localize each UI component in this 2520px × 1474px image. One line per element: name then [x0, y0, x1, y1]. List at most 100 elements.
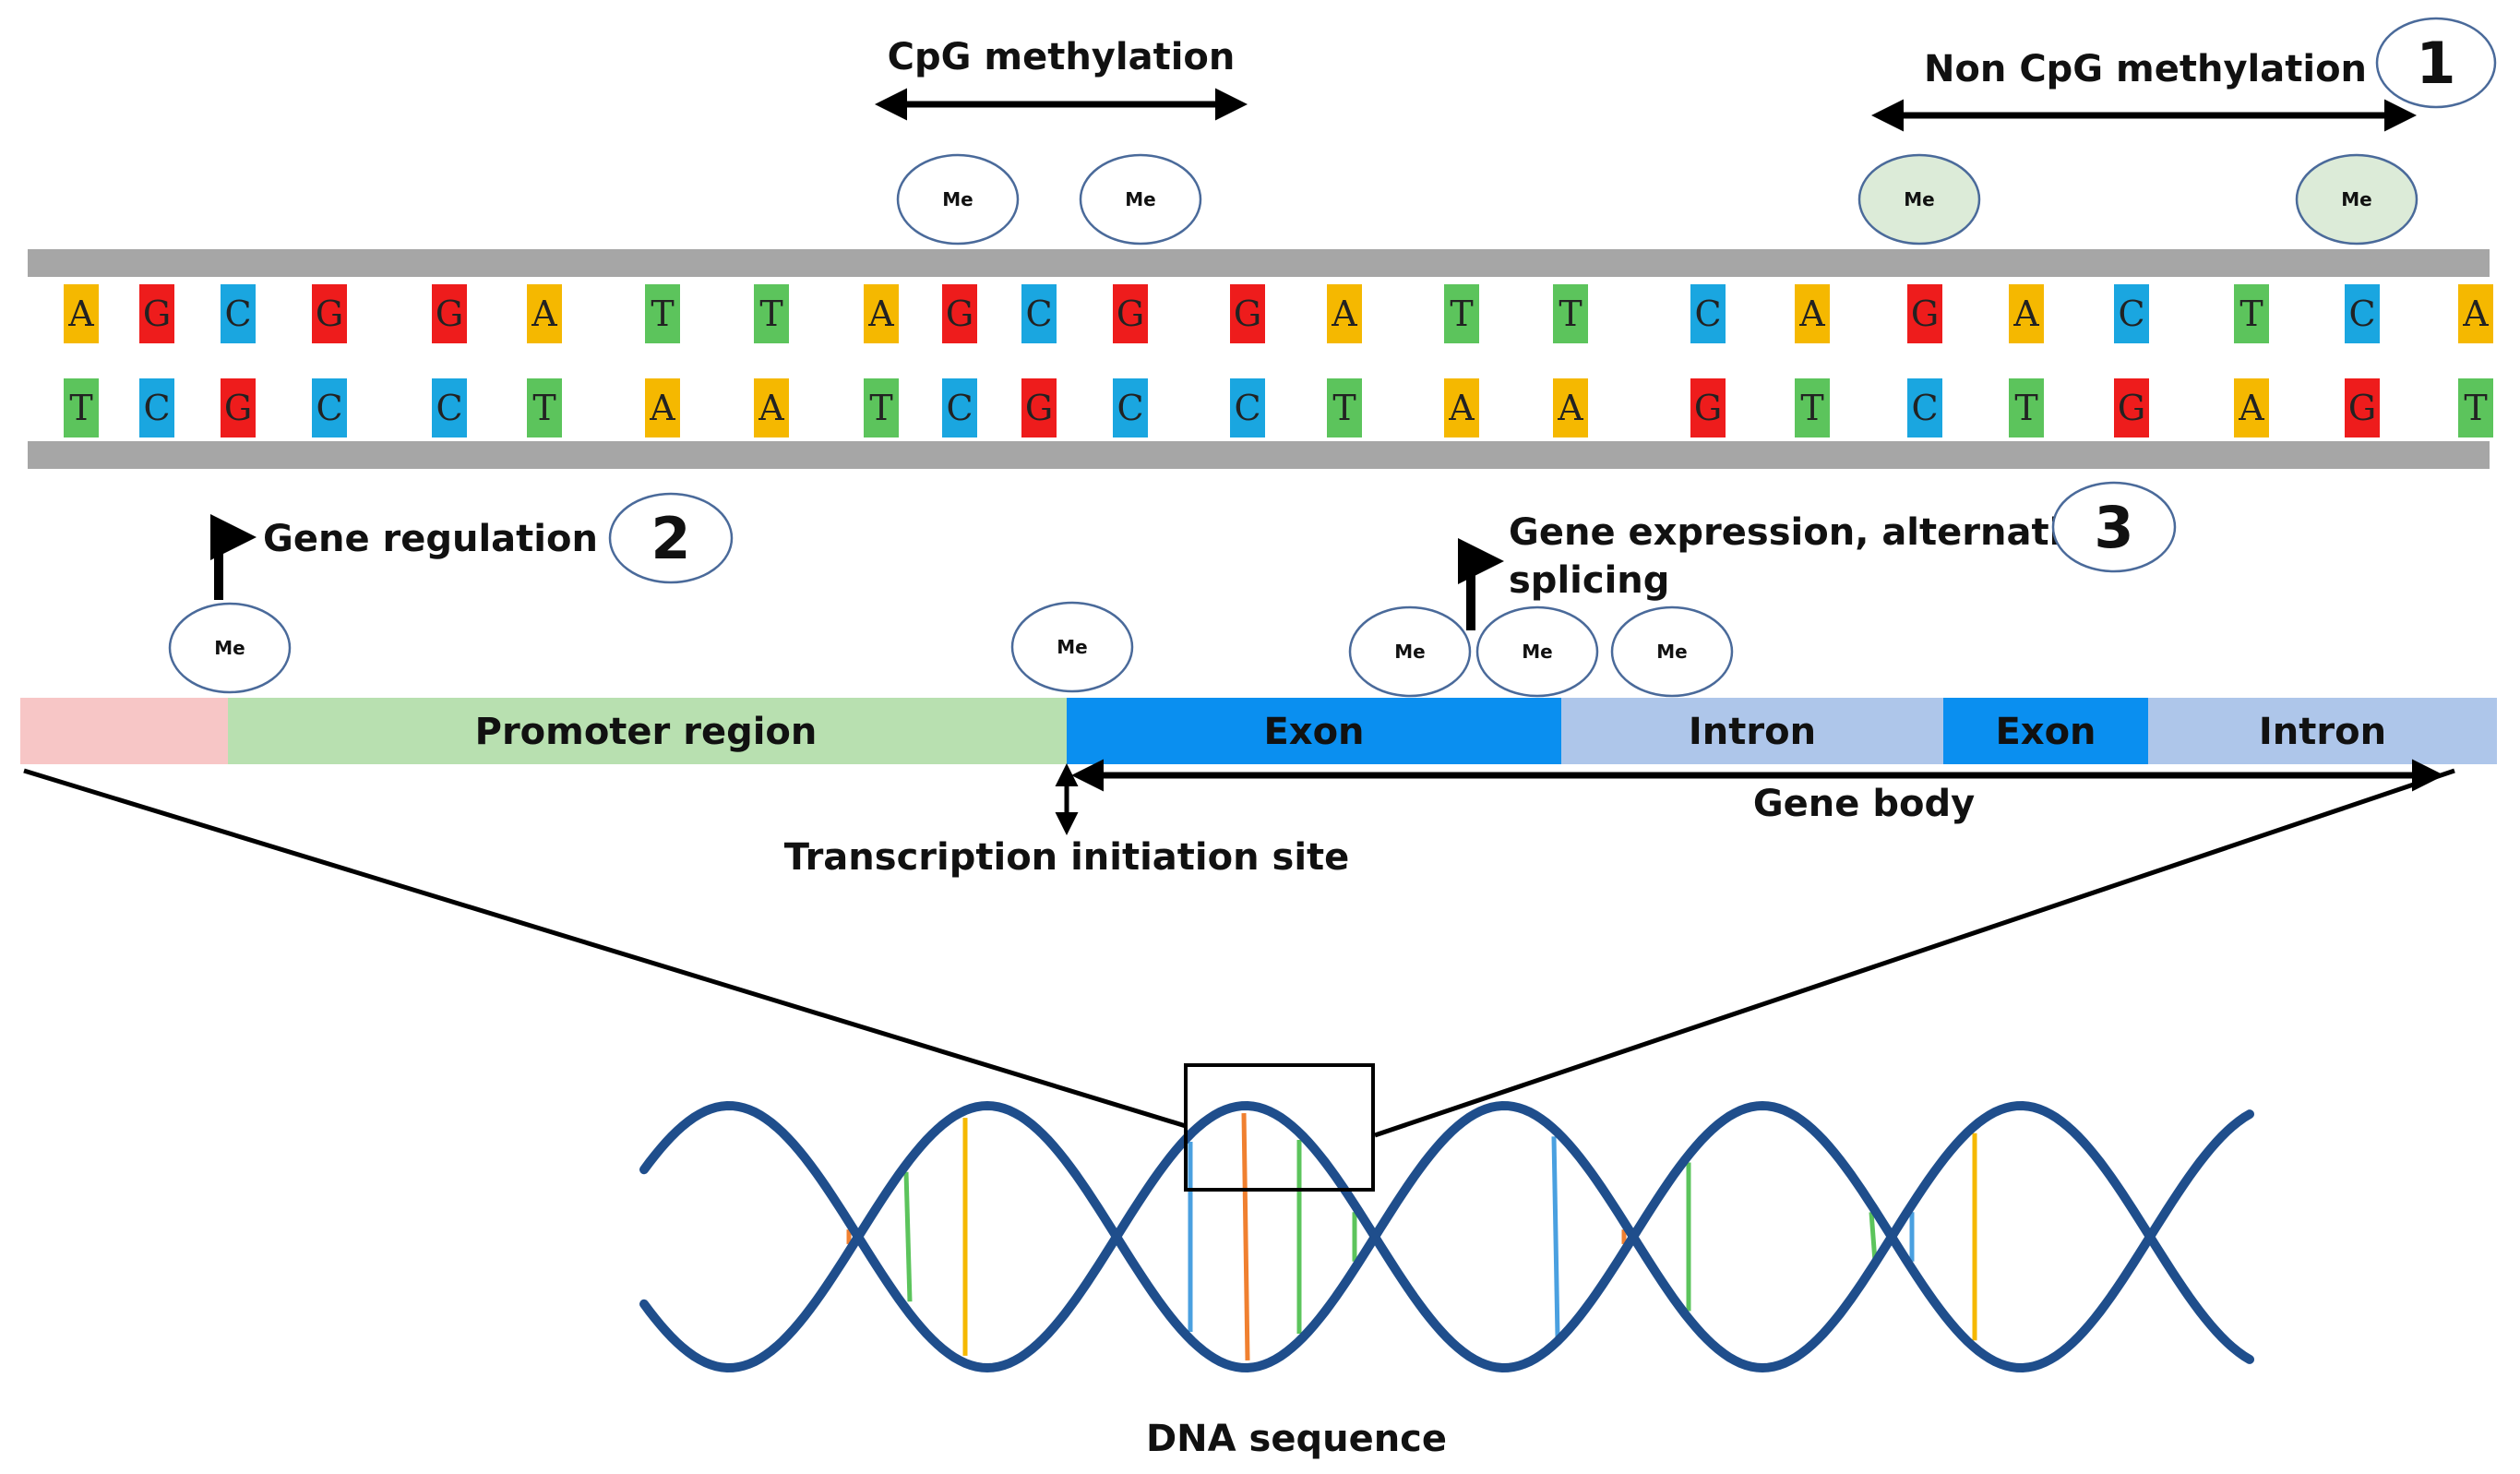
- svg-text:Me: Me: [1394, 641, 1425, 663]
- zoom-line-left: [23, 768, 1187, 1129]
- methyl-mark-non-cpg-1: Me: [1857, 153, 1981, 246]
- top-strand-base-5: G: [432, 284, 467, 343]
- svg-text:G: G: [1025, 388, 1053, 428]
- top-strand-base-13: G: [1230, 284, 1265, 343]
- non-cpg-methylation-label: Non CpG methylation: [1924, 48, 2367, 90]
- svg-text:C: C: [946, 388, 973, 428]
- dna-sequence-label: DNA sequence: [1146, 1418, 1447, 1460]
- dna-double-helix: [639, 1100, 2254, 1373]
- methyl-mark-gene-body-1: Me: [1348, 605, 1472, 698]
- badge-1: 1: [2375, 17, 2497, 109]
- svg-text:C: C: [2348, 294, 2375, 334]
- svg-text:A: A: [758, 388, 784, 428]
- svg-text:A: A: [2462, 294, 2489, 334]
- svg-text:T: T: [2239, 294, 2263, 334]
- helix-strand-1: [639, 1100, 2254, 1373]
- top-strand-base-7: T: [645, 284, 680, 343]
- svg-text:Me: Me: [214, 637, 245, 659]
- svg-text:Me: Me: [1125, 188, 1155, 210]
- svg-text:T: T: [2014, 388, 2037, 428]
- badge-2: 2: [608, 492, 734, 584]
- svg-text:A: A: [1557, 388, 1583, 428]
- transcription-initiation-site-label: Transcription initiation site: [784, 836, 1350, 879]
- svg-text:A: A: [649, 388, 675, 428]
- svg-text:T: T: [869, 388, 892, 428]
- bottom-strand-base-8: A: [754, 378, 789, 437]
- svg-text:C: C: [316, 388, 342, 428]
- svg-text:C: C: [1911, 388, 1938, 428]
- top-strand-base-11: C: [1021, 284, 1057, 343]
- helix-rung-5: [1241, 1112, 1250, 1361]
- helix-base-pairs: [846, 1112, 1977, 1361]
- bottom-strand-base-17: G: [1690, 378, 1726, 437]
- top-strand-base-17: C: [1690, 284, 1726, 343]
- svg-text:A: A: [67, 294, 94, 334]
- region-exon-1-label: Exon: [1263, 711, 1364, 753]
- svg-text:T: T: [532, 388, 555, 428]
- svg-text:T: T: [1450, 294, 1473, 334]
- svg-text:T: T: [759, 294, 782, 334]
- bottom-strand-base-21: G: [2114, 378, 2149, 437]
- svg-text:T: T: [1559, 294, 1582, 334]
- region-promoter: [228, 698, 1067, 764]
- top-strand-base-20: A: [2009, 284, 2044, 343]
- svg-text:G: G: [1911, 294, 1939, 334]
- region-intron-1: [1561, 698, 1943, 764]
- svg-text:Me: Me: [1057, 636, 1087, 658]
- top-strand-base-6: A: [527, 284, 562, 343]
- svg-text:C: C: [1117, 388, 1143, 428]
- svg-text:Me: Me: [2341, 188, 2371, 210]
- region-exon-1: [1067, 698, 1561, 764]
- svg-text:C: C: [143, 388, 170, 428]
- top-strand-base-3: C: [221, 284, 256, 343]
- bottom-strand-base-20: T: [2009, 378, 2044, 437]
- svg-text:G: G: [224, 388, 252, 428]
- bottom-strand-base-22: A: [2234, 378, 2269, 437]
- svg-text:C: C: [1234, 388, 1260, 428]
- svg-text:T: T: [651, 294, 674, 334]
- methyl-mark-gene-body-3: Me: [1610, 605, 1734, 698]
- bottom-strand-base-23: G: [2345, 378, 2380, 437]
- top-strand-base-18: A: [1795, 284, 1830, 343]
- gene-regulation-label: Gene regulation X: [263, 518, 639, 560]
- gene-expression-label-line2: splicing: [1509, 559, 1669, 602]
- svg-text:A: A: [867, 294, 894, 334]
- strand-backbone-bottom: [28, 441, 2490, 469]
- bottom-strand-base-9: T: [864, 378, 899, 437]
- bottom-strand-base-5: C: [432, 378, 467, 437]
- svg-text:A: A: [1448, 388, 1475, 428]
- bottom-strand-base-19: C: [1907, 378, 1942, 437]
- top-strand-base-8: T: [754, 284, 789, 343]
- gene-regulation-arrow: [210, 514, 257, 600]
- top-strand-base-16: T: [1553, 284, 1588, 343]
- svg-text:Me: Me: [1904, 188, 1934, 210]
- zoom-box: [1184, 1063, 1375, 1192]
- badge-3: 3: [2051, 481, 2177, 573]
- gene-expression-label-line1: Gene expression, alternative: [1509, 511, 2111, 554]
- methyl-mark-promoter: Me: [168, 602, 292, 694]
- bottom-strand-base-16: A: [1553, 378, 1588, 437]
- svg-text:A: A: [2012, 294, 2039, 334]
- top-strand-base-9: A: [864, 284, 899, 343]
- region-intron-2: [2148, 698, 2497, 764]
- top-strand-base-22: T: [2234, 284, 2269, 343]
- bottom-strand-base-18: T: [1795, 378, 1830, 437]
- bottom-strand-base-3: G: [221, 378, 256, 437]
- svg-text:C: C: [1025, 294, 1052, 334]
- bottom-strand-base-4: C: [312, 378, 347, 437]
- svg-text:A: A: [1798, 294, 1825, 334]
- svg-text:A: A: [2238, 388, 2264, 428]
- bottom-strand-base-11: G: [1021, 378, 1057, 437]
- top-strand-base-2: G: [139, 284, 174, 343]
- top-strand-base-14: A: [1327, 284, 1362, 343]
- bottom-strand-base-13: C: [1230, 378, 1265, 437]
- top-strand-base-19: G: [1907, 284, 1942, 343]
- top-strand-base-1: A: [64, 284, 99, 343]
- svg-text:Me: Me: [942, 188, 973, 210]
- svg-text:T: T: [1800, 388, 1823, 428]
- methyl-mark-cpg-2: Me: [1079, 153, 1202, 246]
- strand-backbone-top: [28, 249, 2490, 277]
